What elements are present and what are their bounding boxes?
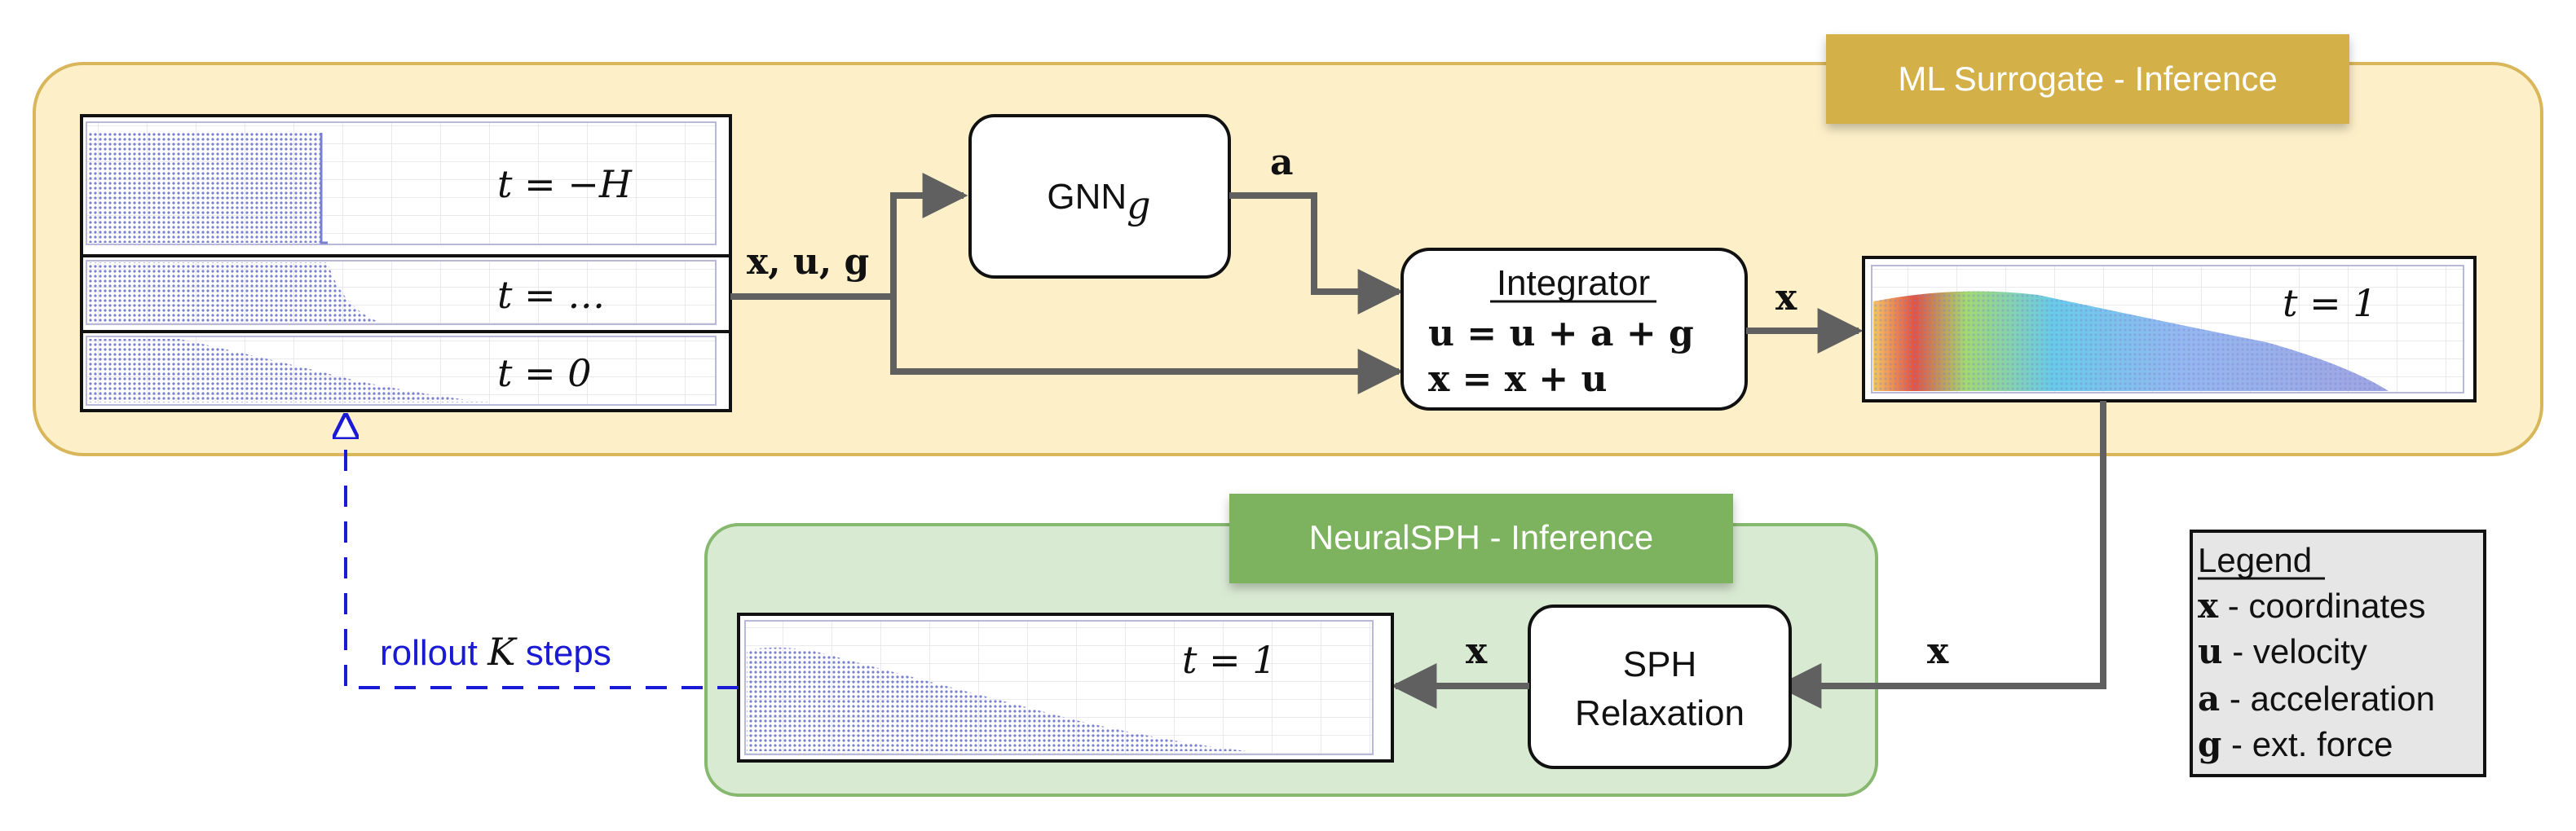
rollout-label: rollout K steps	[380, 630, 611, 674]
ml-surrogate-banner	[1826, 34, 2349, 124]
rollout-suffix: steps	[526, 633, 611, 673]
coords-down-edge	[1775, 401, 2106, 709]
legend-item-u: u - velocity	[2198, 631, 2367, 671]
ml-output-panel: t = 1	[1862, 256, 2477, 402]
rollout-var: K	[487, 630, 518, 674]
legend-item-g: g - ext. force	[2198, 724, 2393, 764]
rollout-space-2	[515, 633, 525, 673]
input-edges	[730, 173, 1404, 394]
legend-desc-x: - coordinates	[2228, 587, 2426, 625]
sph-relaxation-node: SPH Relaxation	[1528, 605, 1792, 769]
coords-down-label: x	[1927, 631, 1949, 672]
integrator-title: Integrator	[1497, 263, 1650, 303]
svg-text:GNNg: GNNg	[1047, 177, 1150, 227]
time-label-zero: t = 0	[497, 351, 592, 395]
inputs-label: x, u, g	[747, 241, 869, 283]
sph-label-line1: SPH	[1623, 644, 1696, 684]
legend-sym-g: g	[2198, 724, 2221, 764]
rollout-prefix: rollout	[380, 633, 478, 673]
legend-sym-x: x	[2198, 586, 2219, 626]
rollout-space-1	[478, 633, 487, 673]
neural-output-panel: t = 1	[737, 613, 1394, 763]
neural-sph-banner	[1229, 494, 1733, 583]
legend-gap-x	[2218, 587, 2228, 625]
ml-surrogate-banner-label: ML Surrogate - Inference	[1898, 59, 2277, 98]
legend-title: Legend	[2198, 541, 2312, 579]
coords-out-label: x	[1775, 277, 1797, 319]
ml-output-time: t = 1	[2283, 281, 2377, 325]
sph-label-line2: Relaxation	[1575, 693, 1745, 733]
legend-item-x: x - coordinates	[2198, 586, 2426, 626]
history-panel-t-dots: t = …	[86, 260, 717, 325]
time-label-dots: t = …	[497, 273, 605, 317]
legend-desc-u: - velocity	[2232, 632, 2367, 671]
coords-left-label: x	[1466, 631, 1488, 672]
fluid-column-edge	[320, 133, 328, 244]
neural-sph-banner-label: NeuralSPH - Inference	[1309, 518, 1654, 556]
legend-sym-u: u	[2198, 631, 2223, 671]
gnn-node: GNNg	[968, 114, 1231, 279]
gnn-label: GNN	[1047, 177, 1127, 217]
legend-desc-a: - acceleration	[2230, 679, 2435, 718]
fluid-collapsing	[88, 262, 383, 323]
accel-label: a	[1270, 142, 1294, 183]
legend-gap-u	[2223, 632, 2233, 671]
legend-sym-a: a	[2198, 679, 2220, 719]
integrator-node: Integrator u = u + a + g x = x + u	[1400, 248, 1748, 411]
legend-gap-a	[2220, 679, 2230, 718]
integrator-eq-velocity: u = u + a + g	[1428, 313, 1694, 354]
history-panel-t-zero: t = 0	[86, 336, 717, 406]
time-label-minus-h: t = −H	[497, 162, 633, 206]
legend: Legend x - coordinates u - velocity a - …	[2190, 530, 2486, 777]
legend-item-a: a - acceleration	[2198, 679, 2435, 719]
legend-gap-g	[2221, 725, 2231, 763]
fluid-column	[88, 133, 321, 243]
neural-fluid	[747, 647, 1247, 751]
gnn-subscript: g	[1127, 183, 1150, 227]
fluid-spreading	[88, 339, 489, 402]
accel-edge	[1229, 192, 1404, 314]
history-panels: t = −H t = … t = 0	[80, 114, 732, 412]
ml-fluid-texture	[1873, 291, 2389, 391]
legend-desc-g: - ext. force	[2231, 725, 2393, 763]
neural-output-time: t = 1	[1182, 638, 1277, 682]
history-panel-t-minus-h: t = −H	[86, 121, 717, 245]
integrator-eq-position: x = x + u	[1428, 358, 1607, 400]
rollout-edge	[346, 416, 739, 689]
